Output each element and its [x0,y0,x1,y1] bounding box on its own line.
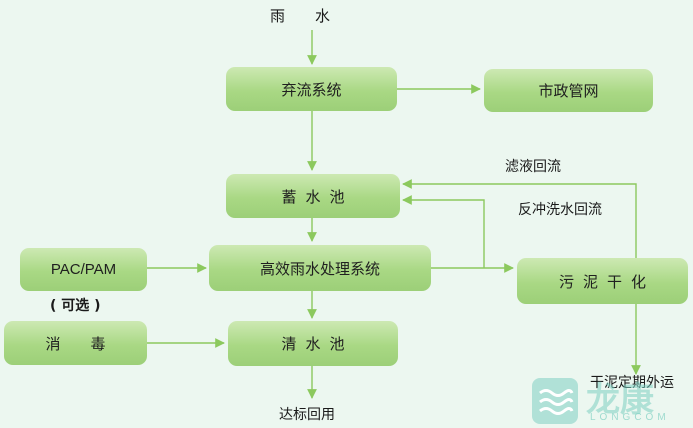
storage-tank-label: 蓄水池 [281,187,354,206]
storage-tank-box: 蓄水池 [226,174,400,218]
waves-logo-icon [532,378,578,424]
treatment-system-box: 高效雨水处理系统 [209,245,431,291]
watermark-logo: 龙康 LONGCOM [530,374,690,426]
reuse-label: 达标回用 [279,407,335,423]
filtrate-return-label: 滤液回流 [505,159,561,175]
arrow-filtrate-return [402,179,637,258]
optional-note: ( 可选 ) [50,298,101,314]
municipal-network-label: 市政管网 [538,82,599,100]
diversion-system-label: 弃流系统 [281,80,342,99]
sludge-drying-label: 污泥干化 [558,272,655,291]
pac-pam-box: PAC/PAM [20,248,147,291]
arrow-backwash-return [402,195,485,268]
pac-pam-label: PAC/PAM [50,261,117,278]
municipal-network-box: 市政管网 [484,69,653,112]
rain-label: 雨 水 [270,7,331,25]
disinfection-box: 消毒 [4,321,147,365]
backwash-return-label: 反冲洗水回流 [518,202,602,218]
sludge-drying-box: 污泥干化 [517,258,688,304]
watermark-sub: LONGCOM [590,412,670,423]
clean-water-pool-box: 清水池 [228,321,398,366]
clean-water-pool-label: 清水池 [281,335,354,353]
treatment-system-label: 高效雨水处理系统 [259,259,380,278]
disinfection-label: 消毒 [45,334,136,353]
sludge-disposal-label: 干泥定期外运 [590,375,674,391]
diversion-system-box: 弃流系统 [226,67,397,111]
watermark-brand: 龙康 [586,380,654,420]
